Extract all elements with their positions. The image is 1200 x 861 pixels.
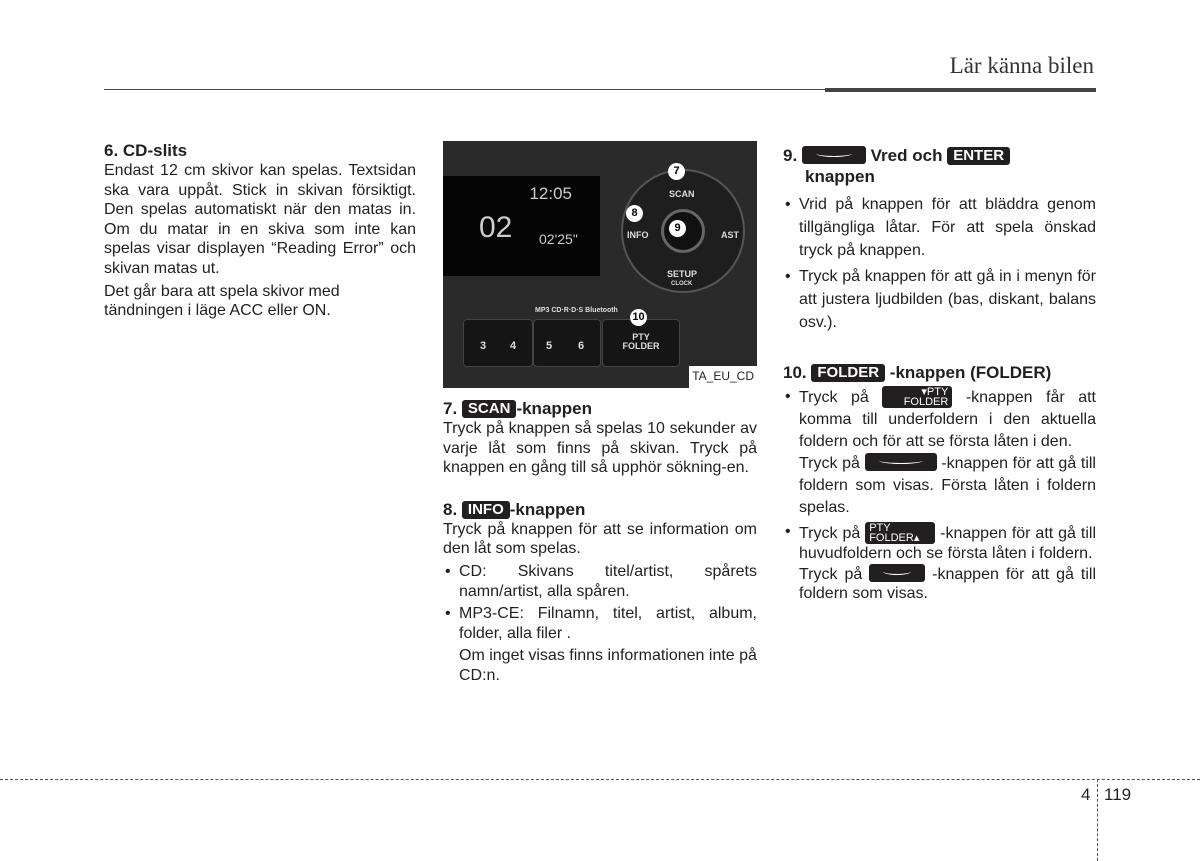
list-item: Vrid på knappen för att bläddra genom ti… xyxy=(783,193,1096,262)
cd-slot-note: Det går bara att spela skivor med tändni… xyxy=(104,282,340,320)
list-item: CD: Skivans titel/artist, spårets namn/a… xyxy=(443,562,757,601)
folder-badge: FOLDER xyxy=(811,364,886,382)
cd-slot-text: Endast 12 cm skivor kan spelas. Textsida… xyxy=(104,162,416,277)
info-note: Om inget visas finns informationen inte … xyxy=(459,647,757,684)
callout-9: 9 xyxy=(669,220,686,237)
scan-label: SCAN xyxy=(669,189,695,199)
ast-label: AST xyxy=(721,230,739,240)
format-logos: MP3 CD·R·D·S Bluetooth xyxy=(535,307,618,314)
header-rule-thick xyxy=(825,88,1096,92)
tune-knob-icon xyxy=(869,563,926,582)
setup-label: SETUP xyxy=(667,269,698,279)
scan-heading: 7. SCAN-knappen xyxy=(443,399,592,418)
scan-text: Tryck på knappen så spelas 10 sekunder a… xyxy=(443,420,757,477)
tune-knob-icon xyxy=(801,146,866,164)
display-time: 12:05 xyxy=(529,184,572,203)
footer-rule xyxy=(0,779,1200,780)
display-track: 02 xyxy=(479,211,513,244)
enter-badge: ENTER xyxy=(947,147,1011,165)
info-text: Tryck på knappen för att se information … xyxy=(443,520,757,558)
tune-knob-icon xyxy=(864,453,937,471)
display-elapsed: 02'25" xyxy=(539,231,578,247)
clock-label: CLOCK xyxy=(671,281,693,287)
header-rule xyxy=(104,89,1096,90)
list-item: Tryck på knappen för att gå in i menyn f… xyxy=(783,265,1096,334)
scan-badge: SCAN xyxy=(461,400,517,418)
cd-slot-heading: 6. CD-slits xyxy=(104,141,188,160)
middle-column: 7. SCAN-knappen Tryck på knappen så spel… xyxy=(443,398,757,686)
page-number: 119 xyxy=(1104,785,1132,804)
list-item: MP3-CE: Filnamn, titel, artist, album, f… xyxy=(443,604,757,643)
chapter-number: 4 xyxy=(1081,785,1091,804)
callout-8: 8 xyxy=(626,205,643,222)
section-title: Lär känna bilen xyxy=(949,53,1094,78)
figure-caption: TA_EU_CD xyxy=(689,366,757,388)
info-heading: 8. INFO-knappen xyxy=(443,499,586,519)
callout-10: 10 xyxy=(630,309,647,326)
left-column: 6. CD-slits Endast 12 cm skivor kan spel… xyxy=(104,140,416,321)
info-badge: INFO xyxy=(461,500,510,519)
info-label: INFO xyxy=(627,230,649,240)
footer-divider xyxy=(1097,779,1098,861)
callout-7: 7 xyxy=(668,163,685,180)
folder-heading: 10. FOLDER -knappen (FOLDER) xyxy=(783,363,1052,382)
radio-panel-figure: 12:05 02 02'25" SCAN INFO AST SETUP CLOC… xyxy=(443,141,757,388)
display: 12:05 02 02'25" xyxy=(443,176,600,276)
